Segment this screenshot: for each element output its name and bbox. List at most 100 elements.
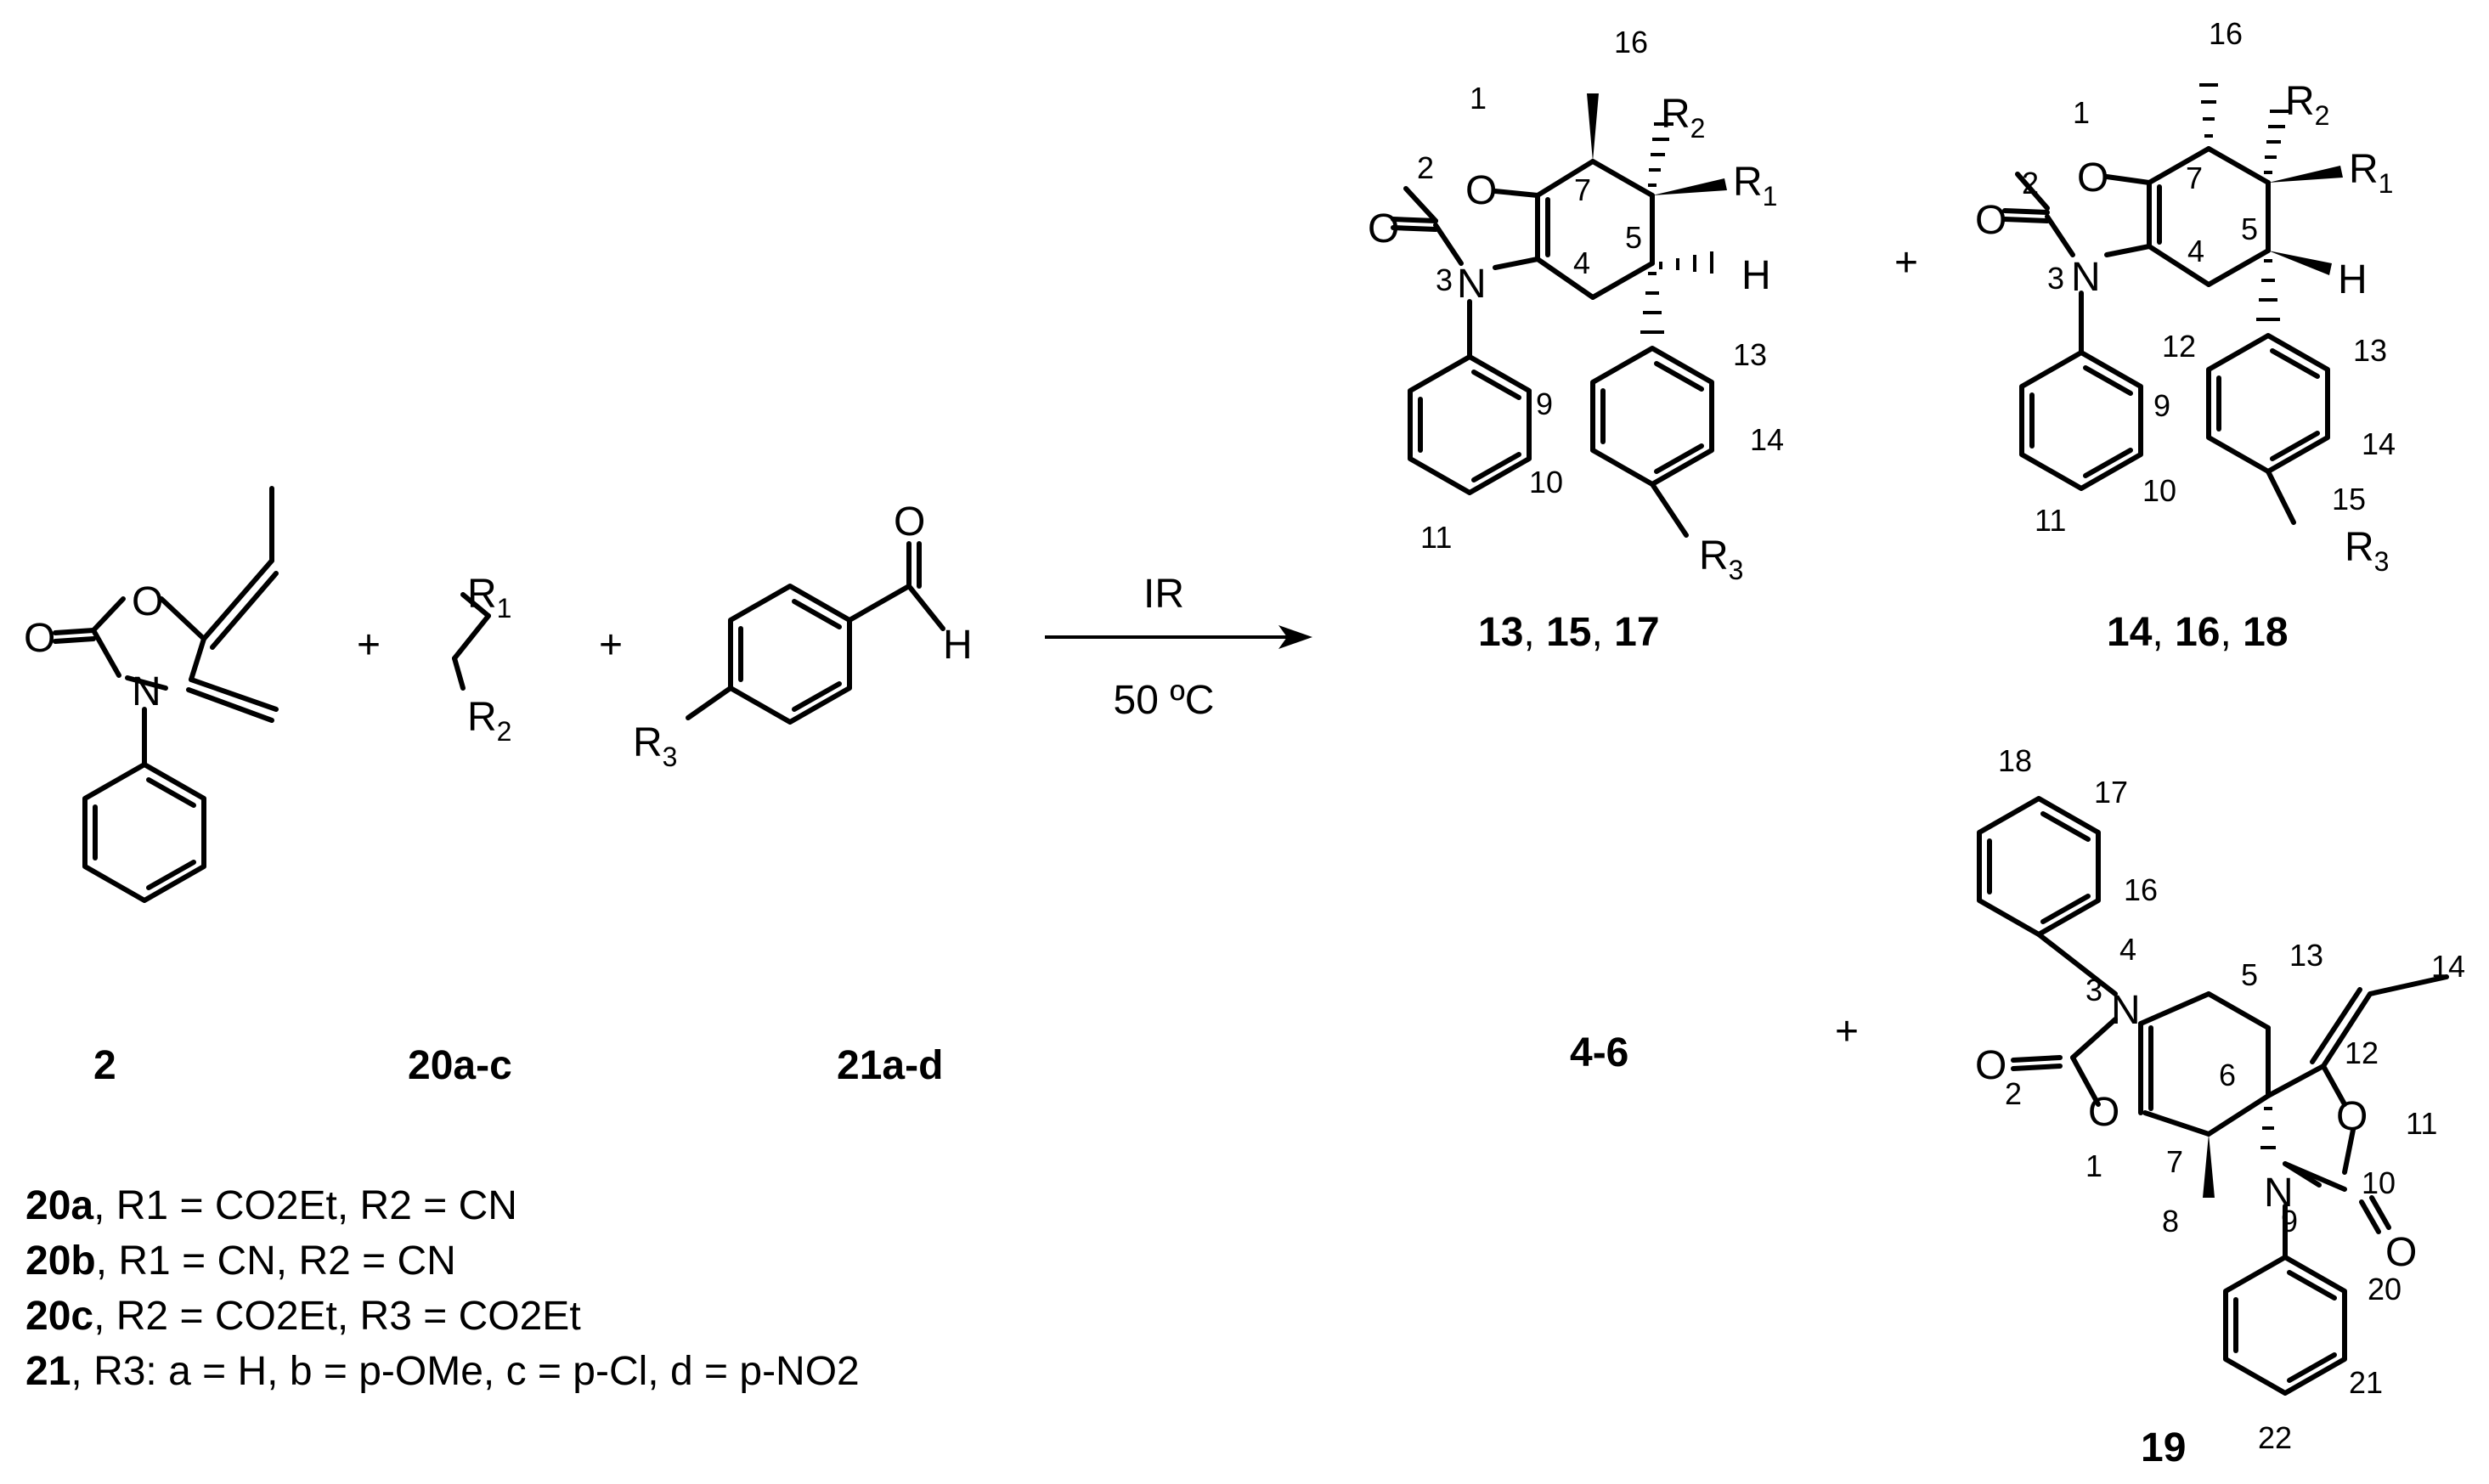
product-label-4-6: 4-6 — [1570, 1030, 1628, 1075]
atom-n: N — [1457, 262, 1487, 307]
svg-text:7: 7 — [2166, 1144, 2183, 1179]
plus-sign: + — [1835, 1009, 1859, 1054]
compound-label-21: 21a-d — [837, 1043, 943, 1088]
svg-text:22: 22 — [2258, 1420, 2292, 1455]
r2-group: R2 — [467, 695, 511, 747]
svg-text:16: 16 — [1614, 25, 1648, 59]
svg-text:2: 2 — [1417, 150, 1434, 185]
svg-text:17: 17 — [2094, 775, 2128, 810]
arrow-condition-bottom: 50 ºC — [1114, 678, 1215, 723]
svg-text:10: 10 — [2142, 473, 2176, 508]
svg-text:9: 9 — [2153, 388, 2170, 423]
atom-n: N — [2111, 988, 2141, 1033]
svg-text:14: 14 — [2431, 949, 2465, 984]
product-13-structure — [1391, 93, 1727, 538]
svg-text:11: 11 — [2406, 1106, 2437, 1141]
plus-sign: + — [599, 623, 623, 668]
svg-text:13: 13 — [2353, 333, 2387, 368]
svg-text:9: 9 — [2281, 1204, 2298, 1239]
atom-n: N — [2071, 255, 2101, 300]
legend-line-1: 20a, R1 = CO2Et, R2 = CN — [25, 1183, 517, 1228]
product-label-14: 14, 16, 18 — [2107, 610, 2289, 655]
svg-text:5: 5 — [2241, 212, 2258, 246]
atom-n: N — [2264, 1171, 2294, 1216]
legend-line-4: 21, R3: a = H, b = p-OMe, c = p-Cl, d = … — [25, 1349, 860, 1394]
atom-o: O — [24, 616, 55, 661]
atom-o: O — [1975, 198, 2006, 243]
svg-text:16: 16 — [2124, 872, 2158, 907]
svg-text:12: 12 — [2345, 1035, 2379, 1070]
product-19-structure — [1977, 796, 2449, 1396]
atom-o: O — [1368, 206, 1399, 251]
svg-text:14: 14 — [2362, 426, 2396, 461]
atom-o: O — [2336, 1094, 2368, 1139]
atom-o: O — [1465, 168, 1497, 213]
svg-text:8: 8 — [2162, 1204, 2179, 1239]
svg-text:12: 12 — [2162, 329, 2196, 364]
svg-text:2: 2 — [2005, 1076, 2022, 1111]
svg-text:1: 1 — [1470, 81, 1487, 116]
r3-group: R3 — [2345, 525, 2389, 577]
svg-text:13: 13 — [1733, 337, 1767, 372]
svg-text:5: 5 — [1625, 220, 1642, 255]
svg-text:6: 6 — [2219, 1058, 2236, 1092]
r1-group: R1 — [2349, 147, 2393, 199]
svg-text:9: 9 — [1536, 387, 1553, 421]
reaction-arrow — [1045, 625, 1312, 649]
r2-group: R2 — [2285, 79, 2329, 131]
svg-text:4: 4 — [1573, 245, 1590, 280]
svg-text:14: 14 — [1750, 422, 1784, 457]
svg-text:7: 7 — [1574, 172, 1591, 207]
legend-line-2: 20b, R1 = CN, R2 = CN — [25, 1239, 456, 1284]
svg-text:16: 16 — [2209, 16, 2243, 51]
svg-text:18: 18 — [1998, 743, 2032, 778]
product-label-19: 19 — [2141, 1425, 2186, 1470]
svg-text:20: 20 — [2368, 1272, 2402, 1306]
svg-text:11: 11 — [2035, 503, 2066, 538]
svg-text:3: 3 — [2047, 261, 2064, 296]
svg-text:1: 1 — [2085, 1148, 2102, 1183]
legend-line-3: 20c, R2 = CO2Et, R3 = CO2Et — [25, 1294, 581, 1339]
r2-group: R2 — [1661, 92, 1705, 144]
svg-text:10: 10 — [2362, 1165, 2396, 1200]
svg-text:2: 2 — [2022, 166, 2039, 200]
atom-o: O — [894, 499, 925, 545]
svg-text:11: 11 — [1420, 520, 1452, 555]
product-label-13: 13, 15, 17 — [1478, 610, 1660, 655]
svg-text:4: 4 — [2119, 932, 2136, 967]
compound-2-structure — [53, 486, 279, 903]
atom-o: O — [132, 579, 163, 624]
atom-n: N — [132, 669, 161, 714]
arrow-condition-top: IR — [1143, 572, 1184, 617]
atom-h: H — [943, 623, 973, 668]
compound-20-structure — [452, 592, 491, 691]
svg-text:13: 13 — [2289, 938, 2323, 973]
r1-group: R1 — [467, 572, 511, 624]
r3-group: R3 — [1699, 533, 1743, 585]
svg-text:3: 3 — [2085, 973, 2102, 1007]
compound-21-structure — [686, 541, 945, 725]
compound-label-2: 2 — [93, 1043, 116, 1088]
svg-text:15: 15 — [2332, 482, 2366, 516]
svg-text:10: 10 — [1529, 465, 1563, 499]
product-14-structure — [2002, 83, 2343, 525]
atom-o: O — [2077, 155, 2108, 200]
atom-o: O — [1975, 1043, 2006, 1088]
r3-group: R3 — [633, 720, 677, 772]
r1-group: R1 — [1733, 160, 1777, 212]
atom-o: O — [2088, 1090, 2119, 1135]
atom-h: H — [1741, 253, 1771, 298]
svg-text:5: 5 — [2241, 957, 2258, 992]
compound-label-20: 20a-c — [408, 1043, 512, 1088]
svg-text:7: 7 — [2186, 161, 2203, 195]
atom-o: O — [2385, 1230, 2417, 1275]
svg-text:21: 21 — [2349, 1365, 2383, 1400]
svg-text:4: 4 — [2187, 234, 2204, 268]
svg-text:1: 1 — [2073, 95, 2090, 130]
plus-sign: + — [357, 623, 381, 668]
plus-sign: + — [1894, 240, 1918, 285]
svg-text:3: 3 — [1436, 262, 1453, 297]
legend: 20a, R1 = CO2Et, R2 = CN 20b, R1 = CN, R… — [25, 1183, 860, 1394]
atom-h: H — [2338, 257, 2368, 302]
